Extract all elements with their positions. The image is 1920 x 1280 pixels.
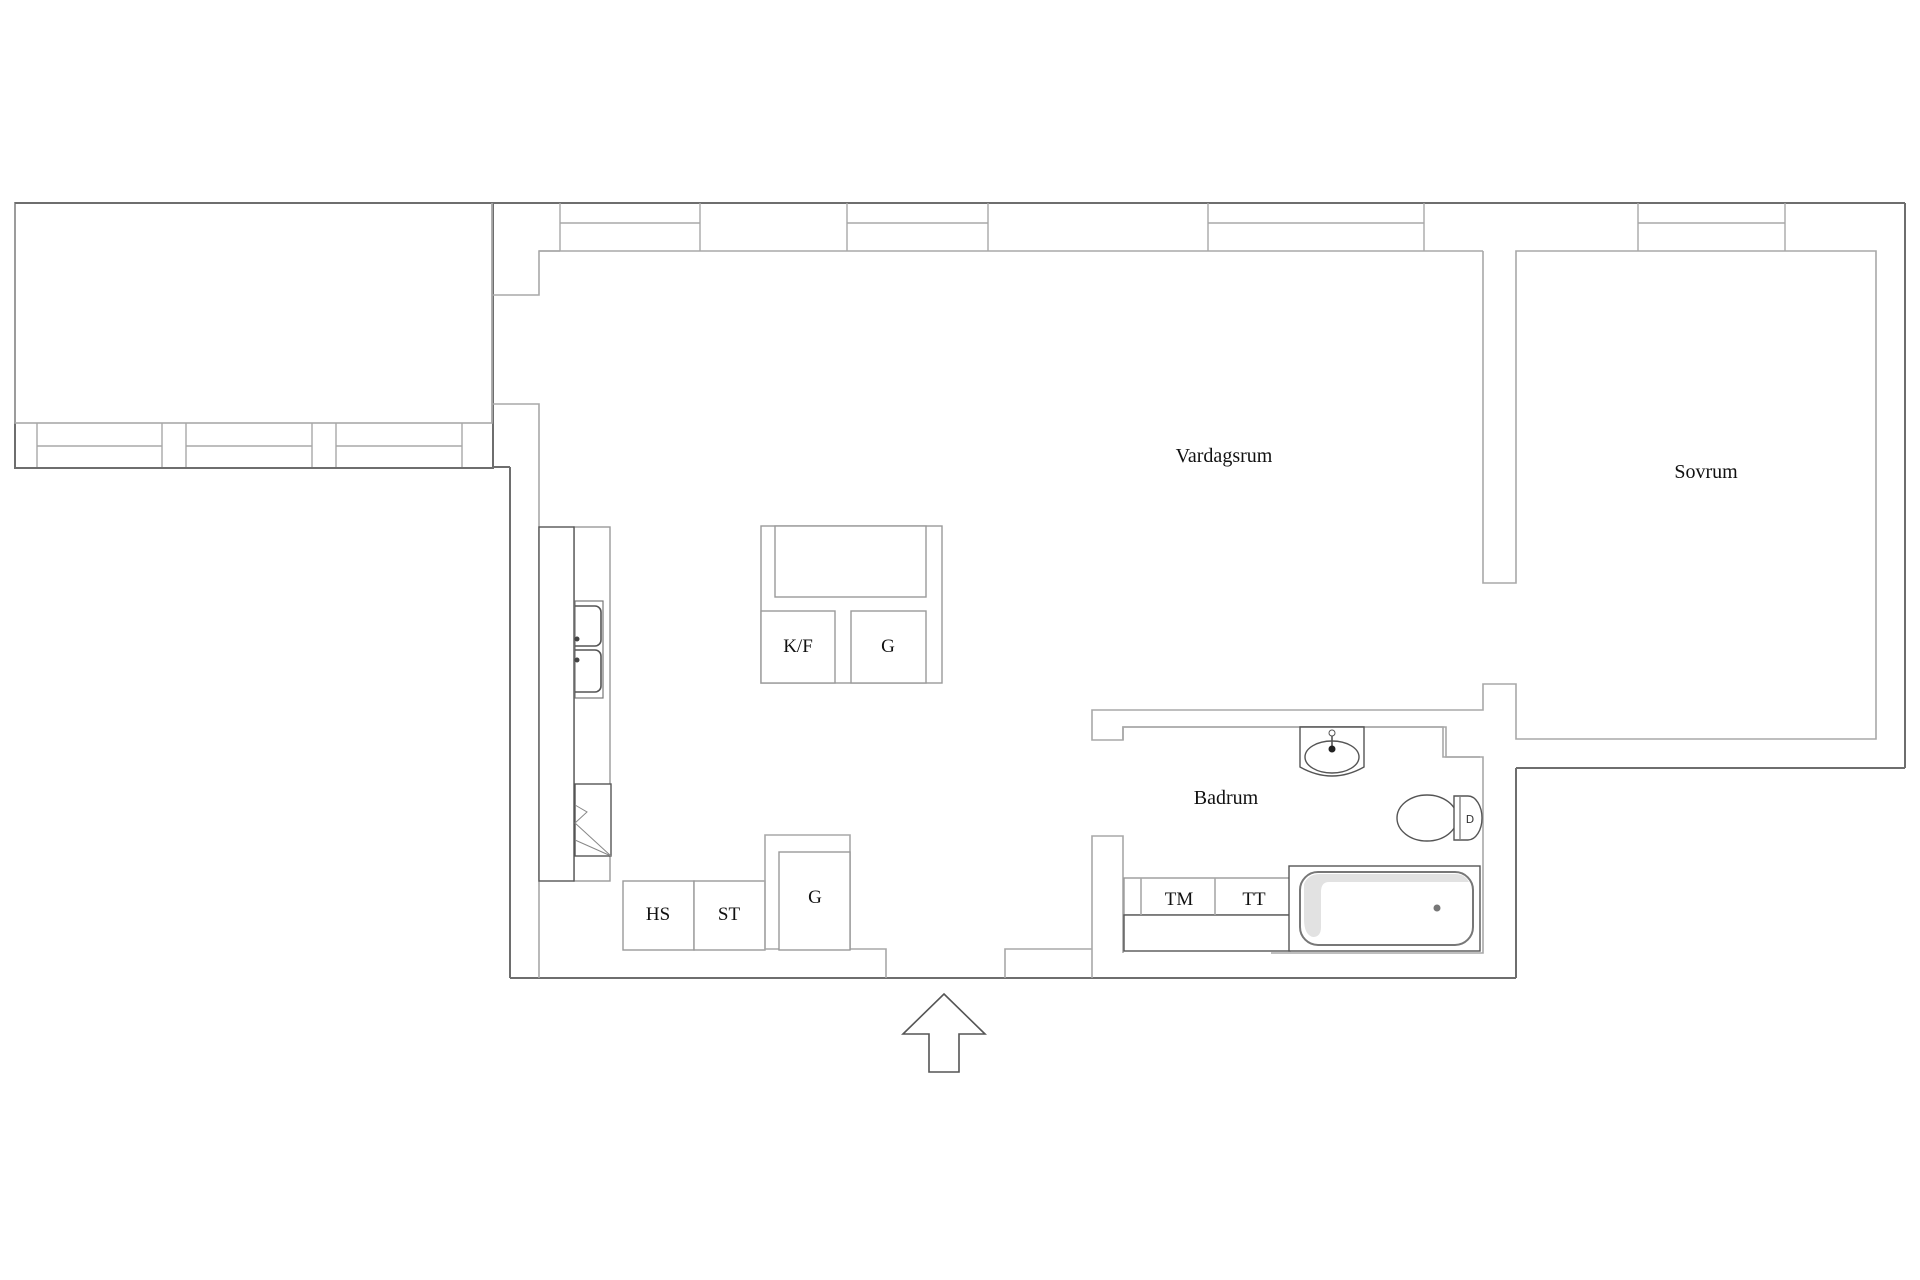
fixture-label-tm: TM [1165,889,1194,910]
kitchen-counter-left [538,526,612,882]
fixture-label-tt: TT [1242,889,1266,910]
bathtub-icon [1288,865,1481,952]
entrance-up-arrow-icon [901,992,987,1073]
inner-walls [491,203,1877,978]
svg-text:D: D [1466,813,1474,826]
outer-walls [15,202,1906,979]
dishwasher-icon [574,783,612,857]
toilet-icon: D [1396,794,1483,842]
double-sink-icon [574,600,604,699]
balcony-windows [36,423,463,467]
balcony [14,202,494,469]
fixture-label-g-counter: G [808,887,822,908]
washbasin-icon [1299,726,1365,777]
kitchen-island: K/F G [760,525,943,684]
fixture-label-st: ST [718,904,741,925]
fixture-label-kf: K/F [783,636,813,657]
bathroom: D TM TT [1122,726,1483,952]
kitchen-counter-bottom: HS ST G [622,834,851,951]
room-label-sovrum: Sovrum [1674,461,1738,483]
room-label-vardagsrum: Vardagsrum [1176,445,1273,467]
fixture-label-hs: HS [646,904,670,925]
fixture-label-g-island: G [881,636,895,657]
room-label-badrum: Badrum [1194,787,1259,809]
top-windows [559,203,1786,251]
